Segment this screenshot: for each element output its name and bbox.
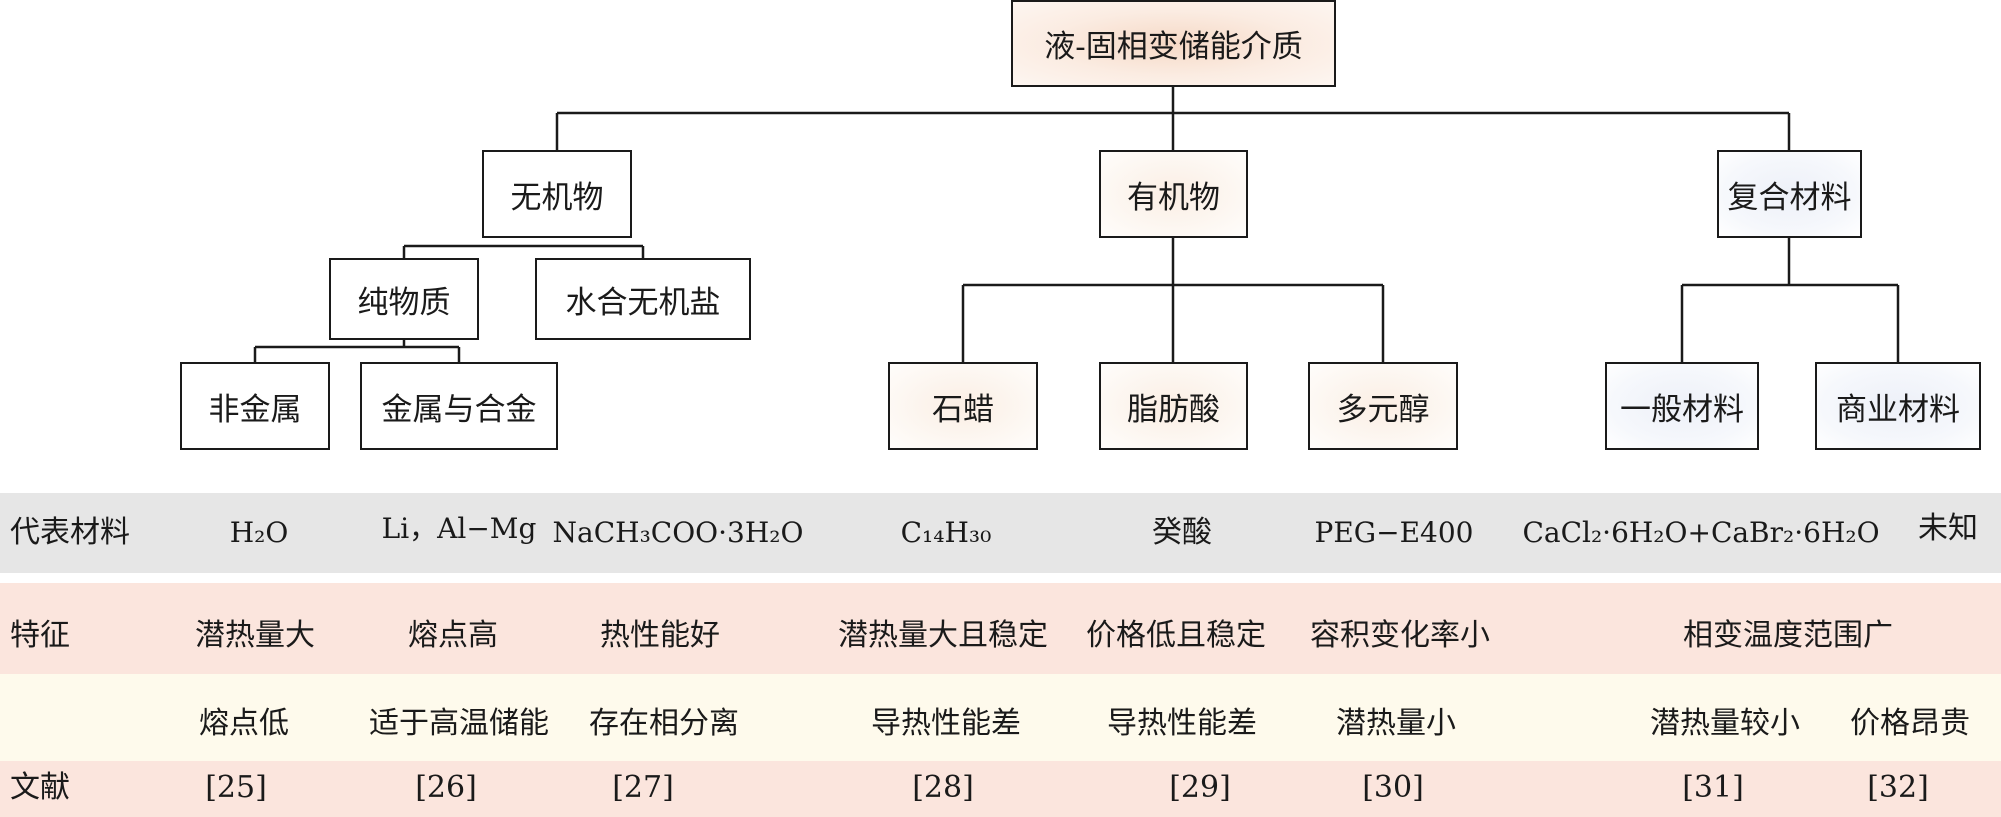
material-unknown: 未知: [1918, 511, 1978, 546]
materials-band: [0, 493, 2001, 573]
drawback-general: 潜热量较小: [1650, 706, 1800, 741]
fatty-acid-label: 脂肪酸: [1127, 391, 1220, 428]
reference-26: [26]: [415, 770, 477, 805]
hydrated-salt-node: 水合无机盐: [535, 258, 751, 340]
drawbacks-band: [0, 674, 2001, 761]
references-row-label: 文献: [10, 770, 70, 805]
material-tetradecane: C₁₄H₃₀: [900, 516, 992, 549]
feature-metal-alloy: 熔点高: [408, 618, 498, 653]
feature-hydrated-salt: 热性能好: [600, 618, 720, 653]
composite-label: 复合材料: [1727, 179, 1852, 216]
feature-composite: 相变温度范围广: [1683, 618, 1893, 653]
commercial-material-label: 商业材料: [1836, 391, 1960, 428]
reference-30: [30]: [1362, 770, 1424, 805]
drawback-hydrated-salt: 存在相分离: [589, 706, 739, 741]
feature-paraffin: 潜热量大且稳定: [838, 618, 1048, 653]
references-band: [0, 761, 2001, 817]
material-na-acetate: NaCH₃COO·3H₂O: [552, 516, 804, 549]
polyol-node: 多元醇: [1308, 362, 1458, 450]
reference-29: [29]: [1169, 770, 1231, 805]
root-label: 液-固相变储能介质: [1044, 29, 1303, 65]
metal-alloy-node: 金属与合金: [360, 362, 558, 450]
reference-32: [32]: [1867, 770, 1929, 805]
materials-row-label: 代表材料: [10, 515, 130, 550]
organic-label: 有机物: [1127, 179, 1220, 216]
drawback-fatty-acid: 导热性能差: [1107, 706, 1257, 741]
feature-fatty-acid: 价格低且稳定: [1086, 618, 1266, 653]
paraffin-label: 石蜡: [932, 391, 994, 428]
general-material-node: 一般材料: [1605, 362, 1759, 450]
material-h2o: H₂O: [229, 516, 289, 549]
polyol-label: 多元醇: [1336, 391, 1430, 428]
nonmetal-node: 非金属: [180, 362, 330, 450]
material-li-al-mg: Li，Al−Mg: [381, 512, 537, 545]
drawback-polyol: 潜热量小: [1336, 706, 1456, 741]
material-peg: PEG−E400: [1314, 516, 1474, 549]
inorganic-node: 无机物: [482, 150, 632, 238]
reference-28: [28]: [912, 770, 974, 805]
pure-substance-node: 纯物质: [329, 258, 479, 340]
feature-nonmetal: 潜热量大: [195, 618, 315, 653]
composite-node: 复合材料: [1717, 150, 1862, 238]
commercial-material-node: 商业材料: [1815, 362, 1981, 450]
drawback-commercial: 价格昂贵: [1850, 706, 1970, 741]
hydrated-salt-label: 水合无机盐: [565, 284, 721, 321]
paraffin-node: 石蜡: [888, 362, 1038, 450]
reference-25: [25]: [205, 770, 267, 805]
material-decanoic-acid: 癸酸: [1152, 515, 1212, 550]
feature-polyol: 容积变化率小: [1310, 618, 1490, 653]
organic-node: 有机物: [1099, 150, 1248, 238]
features-row-label: 特征: [10, 618, 70, 653]
root-node: 液-固相变储能介质: [1011, 0, 1336, 87]
drawback-paraffin: 导热性能差: [871, 706, 1021, 741]
features-band: [0, 583, 2001, 674]
pure-substance-label: 纯物质: [357, 284, 451, 321]
nonmetal-label: 非金属: [208, 391, 302, 428]
reference-27: [27]: [612, 770, 674, 805]
fatty-acid-node: 脂肪酸: [1099, 362, 1248, 450]
general-material-label: 一般材料: [1620, 391, 1744, 428]
material-cacl-cabr: CaCl₂·6H₂O+CaBr₂·6H₂O: [1522, 516, 1880, 549]
metal-alloy-label: 金属与合金: [381, 391, 537, 428]
reference-31: [31]: [1682, 770, 1744, 805]
drawback-metal-alloy: 适于高温储能: [369, 706, 549, 741]
inorganic-label: 无机物: [510, 179, 604, 216]
drawback-nonmetal: 熔点低: [199, 706, 289, 741]
